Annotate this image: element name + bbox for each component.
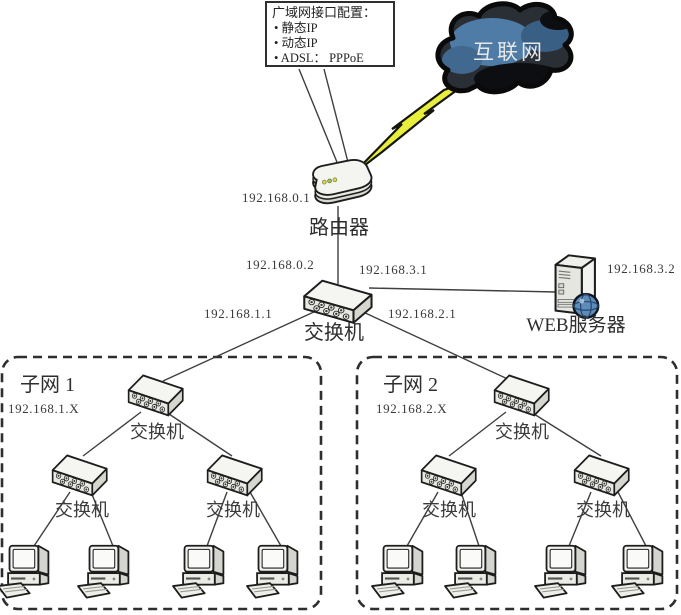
subnet1-boundary bbox=[0, 355, 323, 611]
link-s1left-pc2 bbox=[90, 491, 114, 547]
internet-cloud-icon bbox=[435, 1, 574, 95]
link-core-switch-web-server bbox=[368, 287, 557, 293]
computer-icon bbox=[611, 544, 664, 599]
subnet1-left-switch-label: 交换机 bbox=[55, 500, 109, 520]
computer-icon bbox=[371, 544, 424, 599]
subnet1-range-label: 192.168.1.X bbox=[8, 401, 80, 416]
subnet1-link-ip-label: 192.168.1.1 bbox=[204, 306, 273, 321]
subnet1-top-switch-label: 交换机 bbox=[130, 422, 184, 442]
computer-icon bbox=[444, 544, 497, 599]
subnet2-right-switch-icon bbox=[573, 454, 630, 497]
callout-title: 广域网接口配置： bbox=[272, 5, 377, 20]
computer-icon bbox=[534, 544, 587, 599]
link-s2left-pc5 bbox=[406, 491, 439, 547]
web-server-ip-label: 192.168.3.2 bbox=[607, 261, 676, 276]
callout-item: • 静态IP bbox=[274, 21, 318, 35]
subnet2-link-ip-label: 192.168.2.1 bbox=[388, 306, 457, 321]
computer-icon bbox=[172, 544, 225, 599]
subnet1-title: 子网 1 bbox=[20, 374, 75, 396]
subnet2-boundary bbox=[355, 355, 679, 611]
wan-config-callout: 广域网接口配置： • 静态IP • 动态IP • ADSL： PPPoE bbox=[265, 1, 395, 67]
link-core-switch-subnet2 bbox=[360, 310, 513, 382]
callout-item: • ADSL： PPPoE bbox=[274, 51, 364, 65]
connection-lines bbox=[33, 206, 647, 547]
lightning-wan-link-icon bbox=[351, 80, 469, 176]
link-s1right-pc4 bbox=[249, 491, 282, 547]
web-server-label: WEB服务器 bbox=[526, 315, 626, 336]
router-icon bbox=[313, 160, 371, 203]
link-s1right-pc3 bbox=[206, 491, 228, 547]
subnet1-right-switch-label: 交换机 bbox=[206, 500, 260, 520]
subnet2-title: 子网 2 bbox=[383, 374, 438, 396]
web-link-ip-label: 192.168.3.1 bbox=[359, 262, 428, 277]
computer-icon bbox=[0, 544, 50, 599]
subnet2-range-label: 192.168.2.X bbox=[376, 401, 448, 416]
subnet2-left-switch-label: 交换机 bbox=[422, 500, 476, 520]
link-s2right-pc8 bbox=[617, 491, 647, 547]
link-s2right-pc7 bbox=[568, 491, 592, 547]
callout-pointer bbox=[298, 68, 351, 173]
link-s2top-s2right bbox=[533, 413, 602, 457]
internet-label: 互联网 bbox=[473, 40, 545, 64]
subnet2-top-switch-label: 交换机 bbox=[495, 422, 549, 442]
router-label: 路由器 bbox=[309, 217, 369, 239]
computer-icon bbox=[246, 544, 299, 599]
link-s1top-s1right bbox=[168, 413, 233, 457]
link-core-switch-subnet1 bbox=[162, 310, 317, 382]
computer-icon bbox=[77, 544, 130, 599]
subnet1-top-switch-icon bbox=[127, 374, 184, 417]
router-ip-label: 192.168.0.1 bbox=[242, 190, 311, 205]
subnet1-right-switch-icon bbox=[206, 454, 263, 497]
web-server-icon bbox=[554, 254, 600, 319]
subnet2-left-switch-icon bbox=[420, 454, 477, 497]
link-s2top-s2left bbox=[448, 411, 507, 457]
link-s1left-pc1 bbox=[33, 491, 71, 547]
link-s1top-s1left bbox=[82, 411, 142, 457]
link-s2left-pc6 bbox=[460, 491, 480, 547]
core-uplink-ip-label: 192.168.0.2 bbox=[246, 257, 315, 272]
callout-item: • 动态IP bbox=[274, 36, 318, 50]
subnet1-left-switch-icon bbox=[51, 454, 108, 497]
subnet2-right-switch-label: 交换机 bbox=[576, 500, 630, 520]
core-switch-label: 交换机 bbox=[304, 322, 364, 344]
subnet2-top-switch-icon bbox=[493, 374, 550, 417]
